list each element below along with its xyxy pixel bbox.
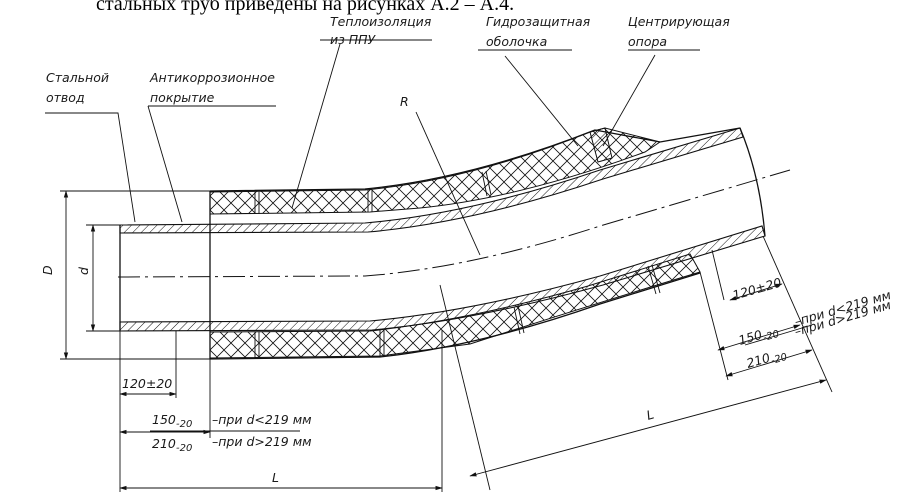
left-length-label: L bbox=[272, 470, 279, 485]
waterproof-label-2: оболочка bbox=[486, 34, 547, 49]
left-dim-150-tol: -20 bbox=[176, 419, 192, 430]
steel-bend-label-2: отвод bbox=[46, 90, 85, 105]
header-text: стальных труб приведены на рисунках А.2 … bbox=[96, 0, 514, 15]
left-dim-150-note: –при d<219 мм bbox=[212, 412, 312, 427]
left-dim-210-note: –при d>219 мм bbox=[212, 434, 312, 449]
steel-bend-label: Стальной bbox=[46, 70, 109, 85]
left-dim-210: 210 bbox=[152, 436, 176, 451]
radius-label: R bbox=[400, 94, 409, 109]
right-dim-120: 120±20 bbox=[731, 275, 783, 303]
right-length-label: L bbox=[645, 407, 656, 423]
diameter-dimensions bbox=[60, 190, 210, 360]
insulation-label: Теплоизоляция bbox=[330, 14, 432, 29]
centering-support bbox=[589, 127, 613, 163]
right-dim-150: 150 bbox=[737, 327, 764, 348]
centering-label-2: опора bbox=[628, 34, 667, 49]
right-dim-210: 210 bbox=[745, 350, 772, 371]
left-dim-120: 120±20 bbox=[122, 376, 172, 391]
waterproof-label: Гидрозащитная bbox=[486, 14, 591, 29]
dimension-labels: D d 120±20 150 -20 –при d<219 мм 210 -20… bbox=[40, 265, 893, 485]
centering-label: Центрирующая bbox=[628, 14, 730, 29]
pipe-centerline bbox=[117, 169, 791, 278]
outer-diameter-label: D bbox=[40, 265, 55, 275]
insulation-label-2: из ППУ bbox=[330, 32, 377, 47]
right-dim-210-tol: -20 bbox=[770, 352, 789, 367]
right-dim-150-tol: -20 bbox=[762, 329, 781, 344]
leader-lines bbox=[45, 39, 700, 223]
anticorrosion-label-2: покрытие bbox=[150, 90, 215, 105]
steel-pipe-walls bbox=[119, 127, 766, 332]
waterproof-casing bbox=[209, 127, 741, 360]
anticorrosion-label: Антикоррозионное bbox=[149, 70, 275, 85]
left-dim-150: 150 bbox=[152, 412, 176, 427]
radius-line bbox=[415, 111, 481, 256]
left-length-dimensions bbox=[119, 330, 443, 492]
inner-diameter-label: d bbox=[76, 267, 91, 275]
left-dim-210-tol: -20 bbox=[176, 443, 192, 454]
right-length-dimensions bbox=[439, 235, 833, 491]
component-labels: Стальной отвод Антикоррозионное покрытие… bbox=[46, 14, 730, 109]
